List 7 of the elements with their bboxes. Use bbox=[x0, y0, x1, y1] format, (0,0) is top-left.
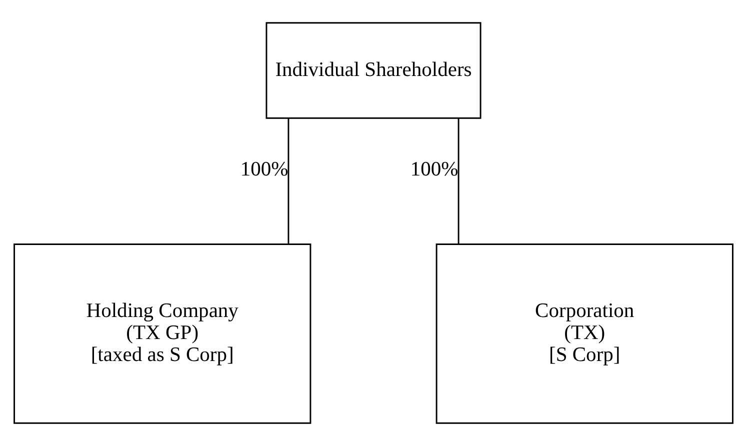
edge-label: 100% bbox=[410, 158, 458, 180]
node-box: Corporation (TX) [S Corp] bbox=[436, 244, 734, 424]
edge-label: 100% bbox=[240, 158, 288, 180]
node-box: Individual Shareholders bbox=[266, 22, 482, 119]
connector bbox=[458, 118, 460, 244]
node-box: Holding Company (TX GP) [taxed as S Corp] bbox=[14, 244, 312, 424]
connector bbox=[288, 118, 290, 244]
